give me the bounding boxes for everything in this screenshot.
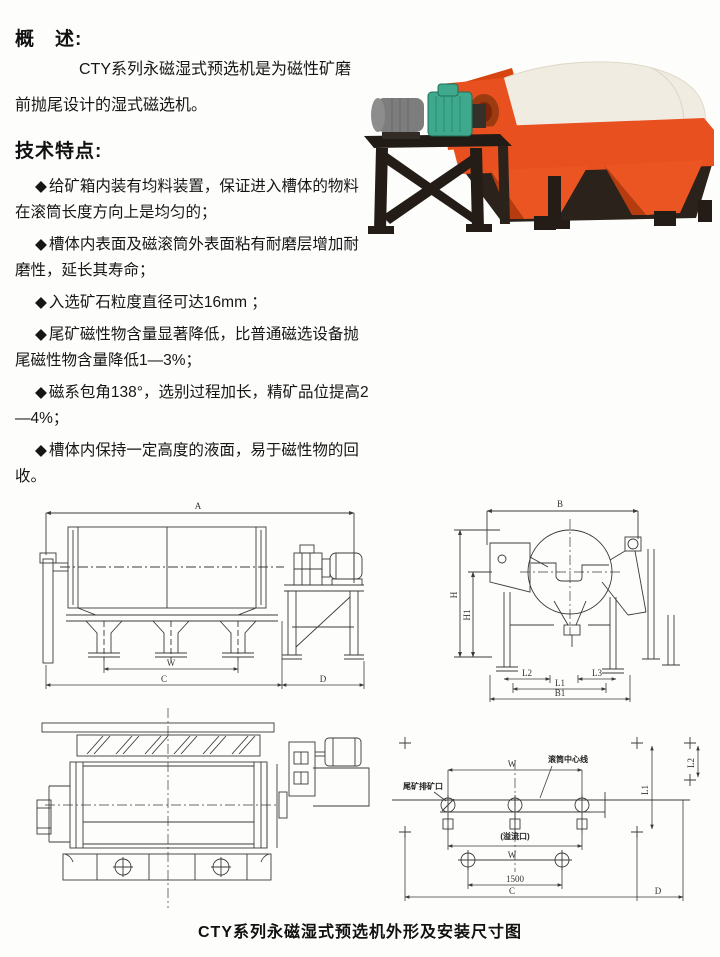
diamond-bullet-icon: ◆ xyxy=(35,178,47,195)
dim-label-h: H xyxy=(449,591,459,598)
drawing-plan-view xyxy=(25,702,380,914)
feature-text: 槽体内保持一定高度的液面，易于磁性物的回收。 xyxy=(15,442,359,485)
tailings-port-label: 尾矿排矿口 xyxy=(402,781,443,791)
feature-item: ◆入选矿石粒度直径可达16mm ； xyxy=(15,290,369,316)
diamond-bullet-icon: ◆ xyxy=(35,442,47,459)
feature-item: ◆槽体内表面及磁滚筒外表面粘有耐磨层增加耐磨性，延长其寿命； xyxy=(15,232,369,284)
dim-label-d: D xyxy=(655,886,662,896)
dim-label-a: A xyxy=(195,501,202,511)
figure-caption: CTY系列永磁湿式预选机外形及安装尺寸图 xyxy=(197,924,522,941)
drawing-foundation-plan: 滚筒中心线 尾矿排矿口 (溢流口) W W 1500 C D L1 L2 xyxy=(390,700,720,922)
overflow-port-label: (溢流口) xyxy=(500,831,530,841)
diamond-bullet-icon: ◆ xyxy=(35,326,47,343)
dim-label-d: D xyxy=(320,674,327,684)
dim-label-w: W xyxy=(167,658,176,668)
diamond-bullet-icon: ◆ xyxy=(35,384,47,401)
product-photo xyxy=(352,48,720,248)
dim-label-l1: L1 xyxy=(555,678,565,688)
feature-text: 给矿箱内装有均料装置，保证进入槽体的物料在滚筒长度方向上是均匀的； xyxy=(15,178,359,221)
drawing-side-view: A W C D xyxy=(26,497,374,705)
diamond-bullet-icon: ◆ xyxy=(35,236,47,253)
dim-label-l2: L2 xyxy=(522,668,532,678)
feature-item: ◆槽体内保持一定高度的液面，易于磁性物的回收。 xyxy=(15,438,369,490)
dim-label-b1: B1 xyxy=(555,688,566,698)
feature-item: ◆尾矿磁性物含量显著降低，比普通磁选设备抛尾磁性物含量降低1—3%； xyxy=(15,322,369,374)
dim-label-w-bottom: W xyxy=(508,850,517,860)
drum-centerline-label: 滚筒中心线 xyxy=(548,754,588,764)
dim-label-l3: L3 xyxy=(592,668,602,678)
feature-text: 入选矿石粒度直径可达16mm ； xyxy=(48,294,267,311)
features-list: ◆给矿箱内装有均料装置，保证进入槽体的物料在滚筒长度方向上是均匀的； ◆槽体内表… xyxy=(15,174,369,496)
dim-label-w-top: W xyxy=(508,759,517,769)
dim-label-l1: L1 xyxy=(640,785,650,795)
dim-label-1500: 1500 xyxy=(506,874,525,884)
dim-label-h1: H1 xyxy=(462,610,472,621)
feature-text: 磁系包角138°，选别过程加长，精矿品位提高2—4%； xyxy=(15,384,369,427)
overview-paragraph: CTY系列永磁湿式预选机是为磁性矿磨前抛尾设计的湿式磁选机。 xyxy=(15,61,352,114)
dim-label-c: C xyxy=(161,674,167,684)
diamond-bullet-icon: ◆ xyxy=(35,294,47,311)
drawing-end-view: B H H1 L2 L3 L1 B1 xyxy=(430,497,712,707)
feature-item: ◆给矿箱内装有均料装置，保证进入槽体的物料在滚筒长度方向上是均匀的； xyxy=(15,174,369,226)
dim-label-l2: L2 xyxy=(686,758,696,768)
dim-label-c: C xyxy=(509,886,515,896)
machine-photo-illustration xyxy=(364,61,714,234)
feature-text: 尾矿磁性物含量显著降低，比普通磁选设备抛尾磁性物含量降低1—3%； xyxy=(15,326,359,369)
feature-text: 槽体内表面及磁滚筒外表面粘有耐磨层增加耐磨性，延长其寿命； xyxy=(15,236,359,279)
dim-label-b: B xyxy=(557,499,563,509)
overview-heading: 概 述: xyxy=(15,29,83,50)
feature-item: ◆磁系包角138°，选别过程加长，精矿品位提高2—4%； xyxy=(15,380,369,432)
features-heading: 技术特点: xyxy=(15,141,103,162)
